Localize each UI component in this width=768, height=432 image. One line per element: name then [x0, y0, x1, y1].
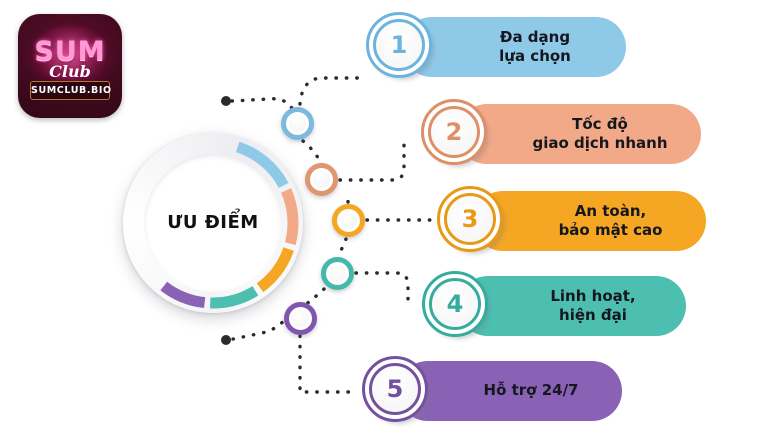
- dotted-connector-7: [337, 237, 348, 257]
- donut-arc-4: [210, 286, 259, 309]
- logo-sum-text: SUM: [34, 36, 106, 67]
- feature-label-1: Đa dạng lựa chọn: [499, 27, 571, 65]
- path-anchor-bottom: [221, 335, 231, 345]
- feature-number-3: 3: [444, 193, 496, 245]
- path-anchor-top: [221, 96, 231, 106]
- feature-pill-2[interactable]: Tốc độ giao dịch nhanh: [457, 104, 701, 164]
- dotted-connector-1: [230, 97, 295, 112]
- feature-label-2: Tốc độ giao dịch nhanh: [532, 114, 668, 152]
- connector-ring-1: [281, 107, 314, 140]
- donut-center-label: ƯU ĐIỂM: [167, 212, 259, 233]
- donut-hole: [144, 154, 282, 292]
- feature-badge-2[interactable]: 2: [421, 99, 487, 165]
- dotted-connector-3: [301, 139, 322, 164]
- feature-number-5: 5: [369, 363, 421, 415]
- feature-pill-1[interactable]: Đa dạng lựa chọn: [402, 17, 626, 77]
- donut-arc-1: [235, 141, 289, 189]
- feature-badge-4[interactable]: 4: [422, 271, 488, 337]
- feature-pill-5[interactable]: Hỗ trợ 24/7: [398, 361, 622, 421]
- feature-pill-3[interactable]: An toàn, bảo mật cao: [473, 191, 706, 251]
- donut-arc-5: [160, 281, 206, 309]
- dotted-connector-4: [338, 138, 406, 182]
- dotted-connector-10: [231, 316, 288, 341]
- donut-arc-2: [280, 188, 299, 246]
- dotted-connector-9: [303, 287, 326, 307]
- connector-ring-4: [321, 257, 354, 290]
- center-donut: ƯU ĐIỂM: [123, 133, 303, 313]
- logo-glow: [31, 26, 109, 81]
- dotted-connector-11: [298, 334, 360, 394]
- feature-badge-1[interactable]: 1: [366, 12, 432, 78]
- connector-ring-3: [332, 204, 365, 237]
- donut-arc-3: [256, 247, 294, 293]
- dotted-connector-2: [298, 76, 362, 106]
- feature-label-4: Linh hoạt, hiện đại: [550, 286, 636, 324]
- connector-ring-2: [305, 163, 338, 196]
- brand-logo: SUM Club SUMCLUB.BIO: [18, 14, 122, 118]
- feature-badge-3[interactable]: 3: [437, 186, 503, 252]
- feature-number-1: 1: [373, 19, 425, 71]
- logo-domain-text: SUMCLUB.BIO: [30, 81, 111, 100]
- connector-ring-5: [284, 302, 317, 335]
- logo-club-text: Club: [49, 62, 91, 81]
- feature-badge-5[interactable]: 5: [362, 356, 428, 422]
- feature-number-4: 4: [429, 278, 481, 330]
- dotted-connector-8: [354, 271, 410, 308]
- donut-arc-segments: [160, 141, 299, 309]
- feature-number-2: 2: [428, 106, 480, 158]
- feature-pill-4[interactable]: Linh hoạt, hiện đại: [458, 276, 686, 336]
- feature-label-5: Hỗ trợ 24/7: [483, 381, 579, 400]
- feature-label-3: An toàn, bảo mật cao: [558, 201, 663, 239]
